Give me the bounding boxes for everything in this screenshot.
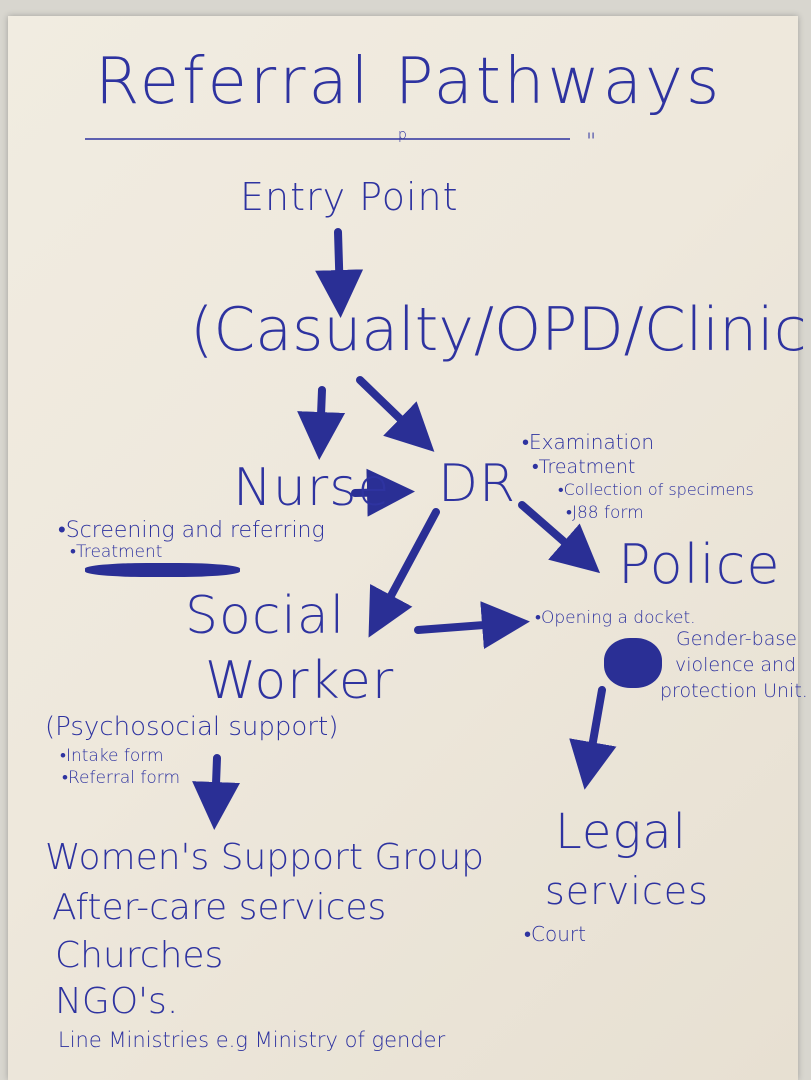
doctor-item-specimens: •Collection of specimens xyxy=(558,480,754,499)
page-title: Referral Pathways xyxy=(95,45,723,119)
flipchart-sheet xyxy=(8,16,798,1080)
doctor-label: DR xyxy=(438,454,517,514)
arrow-social-worker-to-support xyxy=(192,754,241,830)
arrow-casualty-to-nurse xyxy=(297,386,346,460)
doctor-item-j88-form: •J88 form xyxy=(566,503,644,523)
psychosocial-support-label: (Psychosocial support) xyxy=(45,712,339,742)
support-service-ngos: NGO's. xyxy=(55,981,179,1022)
police-unit-line1: Gender-base xyxy=(676,628,797,650)
nurse-label: Nurse xyxy=(233,458,391,518)
arrow-casualty-to-dr xyxy=(356,376,435,452)
police-label: Police xyxy=(618,533,781,596)
support-service-churches: Churches xyxy=(55,935,224,976)
police-unit-scribble-mark xyxy=(604,638,662,688)
support-service-after-care: After-care services xyxy=(52,887,387,928)
doctor-item-treatment: •Treatment xyxy=(532,456,636,478)
arrow-social-worker-to-police xyxy=(414,601,530,650)
nurse-item-screening: •Screening and referring xyxy=(58,518,325,543)
social-worker-label-line1: Social xyxy=(185,586,346,646)
social-worker-label-line2: Worker xyxy=(205,651,395,711)
support-service-line-ministries: Line Ministries e.g Ministry of gender xyxy=(58,1028,446,1052)
arrow-nurse-to-dr xyxy=(351,468,415,517)
nurse-item-treatment: •Treatment xyxy=(70,542,163,562)
arrow-dr-to-social-worker xyxy=(368,508,440,638)
social-worker-item-intake: •Intake form xyxy=(60,746,164,766)
legal-label-line1: Legal xyxy=(555,804,687,860)
scribbled-out-text xyxy=(85,563,240,577)
arrow-police-to-legal xyxy=(569,686,617,790)
social-worker-item-referral: •Referral form xyxy=(62,768,181,788)
police-unit-line2: violence and xyxy=(675,654,797,676)
title-mark-p: p xyxy=(398,127,408,143)
title-mark-quote: " xyxy=(586,130,598,155)
casualty-opd-clinic-label: (Casualty/OPD/Clinic) xyxy=(190,295,811,365)
legal-label-line2: services xyxy=(545,869,709,913)
arrow-dr-to-police xyxy=(518,501,601,574)
doctor-item-examination: •Examination xyxy=(522,430,655,454)
support-service-womens-group: Women's Support Group xyxy=(45,837,484,878)
police-unit-line3: protection Unit. xyxy=(660,680,808,702)
arrow-entry-to-casualty xyxy=(315,228,364,318)
legal-item-court: •Court xyxy=(524,922,586,946)
police-item-docket: •Opening a docket. xyxy=(535,608,696,628)
entry-point-label: Entry Point xyxy=(240,175,459,219)
